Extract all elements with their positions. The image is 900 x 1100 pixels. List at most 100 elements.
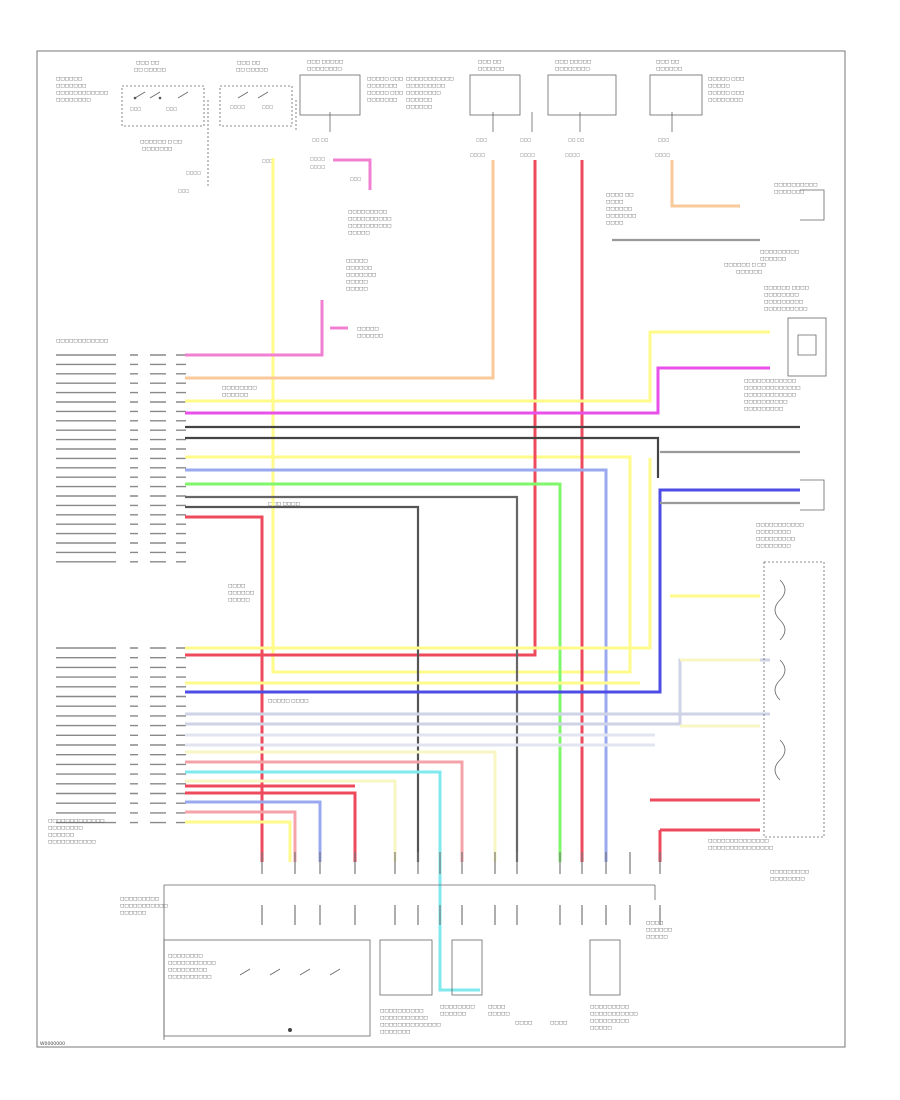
svg-text:□□□□□□□□: □□□□□□□□ [406,91,441,96]
svg-text:□□□□□□: □□□□□□ [478,67,504,72]
svg-text:□□□□□: □□□□□ [228,598,250,603]
svg-text:□□□□ □□: □□□□ □□ [606,193,634,198]
svg-text:□□□□□□□□□□: □□□□□□□□□□ [348,224,391,229]
wire-yellow-2 [185,330,770,403]
svg-text:□□□□□□: □□□□□□ [56,77,82,82]
svg-text:□□□ □□□□□: □□□ □□□□□ [555,60,591,65]
svg-text:□□□□: □□□□ [310,164,325,169]
svg-text:□□□□□□□□□□□: □□□□□□□□□□□ [406,77,454,82]
svg-text:□□□□□□□□□□□□□: □□□□□□□□□□□□□ [744,386,800,391]
svg-text:□□□□: □□□□ [515,1021,532,1026]
svg-text:□□□□□□□□□: □□□□□□□□□ [348,210,387,215]
svg-text:□□□□□ □□□: □□□□□ □□□ [367,77,403,82]
svg-text:□□□□□□ □ □□: □□□□□□ □ □□ [140,140,182,145]
svg-text:□□□□: □□□□ [520,152,535,157]
svg-text:□□□□□□□□: □□□□□□□□ [440,1005,475,1010]
svg-text:□□□□□ □□□: □□□□□ □□□ [708,91,744,96]
svg-text:□□ □□□□□: □□ □□□□□ [134,68,166,73]
svg-text:□□□□□□: □□□□□□ [406,98,432,103]
svg-text:□□□□□□□□□: □□□□□□□□□ [168,968,207,973]
wire-red-4 [185,791,357,862]
svg-text:□□□□□□□□: □□□□□□□□ [56,98,91,103]
svg-text:□□□□□□□□: □□□□□□□□ [168,954,203,959]
svg-text:□□□□: □□□□ [186,170,201,175]
svg-text:□□□□□: □□□□□ [357,327,379,332]
svg-text:□□□□□□□□: □□□□□□□□ [48,826,83,831]
svg-text:□□□□□□□□□: □□□□□□□□□ [590,1019,629,1024]
wire-blue [185,488,800,694]
svg-text:□□□ □□: □□□ □□ [478,60,501,65]
svg-text:□□□□□ □□□: □□□□□ □□□ [708,77,744,82]
svg-text:□□ □□□□□: □□ □□□□□ [236,68,268,73]
svg-text:□□□□□□□□: □□□□□□□□ [756,544,791,549]
svg-text:□□□□□□□: □□□□□□□ [367,98,397,103]
svg-text:□□□□□□□: □□□□□□□ [142,147,172,152]
svg-text:□□□□□□□□□□□: □□□□□□□□□□□ [756,523,804,528]
svg-text:□□□□□ □□□□: □□□□□ □□□□ [268,699,309,704]
wire-red-1 [185,160,537,657]
pcm-connector-labels: □□□□□□□□□□□□ □□□□□□□□□□□□□ □□□□□□□□ □□□□… [48,339,186,845]
svg-text:□□□□□□: □□□□□□ [48,833,74,838]
footer-code: W0000000 [40,1041,65,1047]
top-switch-area: □□□ □□ □□ □□□□□ □□□□□□ □□□ □□ □□ □□□□□ □… [56,60,744,193]
svg-text:□□□□□□: □□□□□□ [346,266,372,271]
wire-dark-3 [185,495,519,862]
svg-text:□□□□: □□□□ [470,152,485,157]
svg-text:□□□□: □□□□ [655,152,670,157]
svg-text:□□□□□□□: □□□□□□□ [606,214,636,219]
svg-text:□□□□□□□□□□□: □□□□□□□□□□□ [590,1012,638,1017]
svg-text:□□□□□□□□□: □□□□□□□□□ [756,537,795,542]
svg-text:□□□□: □□□□ [310,156,325,161]
svg-text:□□ □□: □□ □□ [312,137,329,142]
wire-yellow-5 [185,820,292,862]
svg-text:□□□□□□□□□□□□: □□□□□□□□□□□□ [56,339,108,344]
svg-text:□□□□□□□□□□□: □□□□□□□□□□□ [120,904,168,909]
svg-text:□□□ □□□□: □□□ □□□□ [268,502,300,507]
svg-text:□□□□: □□□□ [606,200,623,205]
svg-text:□□□□□□: □□□□□□ [646,928,672,933]
svg-text:□□□□□□: □□□□□□ [406,105,432,110]
wire-lightblue-1 [185,468,608,862]
svg-text:□□□ □□□□□: □□□ □□□□□ [307,60,343,65]
svg-text:□□□□□□□: □□□□□□□ [380,1030,410,1035]
wire-lightyellow-2 [185,779,397,862]
wire-orange-1 [185,160,495,380]
svg-text:□□□□□: □□□□□ [646,935,668,940]
svg-text:□□□□□□□: □□□□□□□ [367,84,397,89]
svg-text:□□□□□□□□: □□□□□□□□ [307,67,342,72]
wire-pink-1 [333,158,372,190]
svg-text:□□□□□□□□□: □□□□□□□□□ [744,407,783,412]
right-components: □□□□□□□□□□□□□□ □□□□□□□□□□□□□□□ □□□□□□□□□… [708,189,827,882]
svg-text:□□□□□: □□□□□ [708,84,730,89]
svg-text:□□□□□□□□: □□□□□□□□ [555,67,590,72]
svg-text:□□□□□□: □□□□□□ [228,591,254,596]
svg-text:□□□□□: □□□□□ [346,259,368,264]
svg-text:□□□□□: □□□□□ [348,231,370,236]
svg-text:□□□□□□□□□□: □□□□□□□□□□ [764,307,807,312]
svg-text:□□□□□□: □□□□□□ [656,67,682,72]
svg-text:□□□□□□□□□□□□□□□: □□□□□□□□□□□□□□□ [708,846,773,851]
wire-pink-4 [185,760,464,862]
svg-text:□□□: □□□ [130,106,142,111]
svg-text:□□□□: □□□□ [488,1005,505,1010]
svg-text:□□□□: □□□□ [228,584,245,589]
svg-text:□□□□□□: □□□□□□ [760,257,786,262]
wire-pink-5 [185,810,297,862]
svg-text:□□□□□□□□□□□□: □□□□□□□□□□□□ [56,91,108,96]
wire-lightyellow [185,750,497,862]
svg-text:□□□□□□□□□□: □□□□□□□□□□ [348,217,391,222]
wire-blue-2 [185,800,322,862]
svg-text:□□□□□□ □□□□: □□□□□□ □□□□ [764,286,809,291]
svg-text:□□□□□□□□: □□□□□□□□ [770,877,805,882]
svg-text:□□□□□□□: □□□□□□□ [56,84,86,89]
svg-text:□□□: □□□ [350,176,362,181]
svg-text:□□□ □□: □□□ □□ [656,60,679,65]
svg-text:□□□□□: □□□□□ [346,287,368,292]
svg-text:□□□□□: □□□□□ [346,280,368,285]
svg-text:□□□□□□□□: □□□□□□□□ [708,98,743,103]
svg-text:□□□□□□□□□: □□□□□□□□□ [120,897,159,902]
svg-text:□□□ □□: □□□ □□ [237,61,260,66]
svg-text:□□□□□: □□□□□ [590,1026,612,1031]
svg-text:□□□□□□ □ □□: □□□□□□ □ □□ [724,263,766,268]
svg-text:□□□□: □□□□ [565,152,580,157]
